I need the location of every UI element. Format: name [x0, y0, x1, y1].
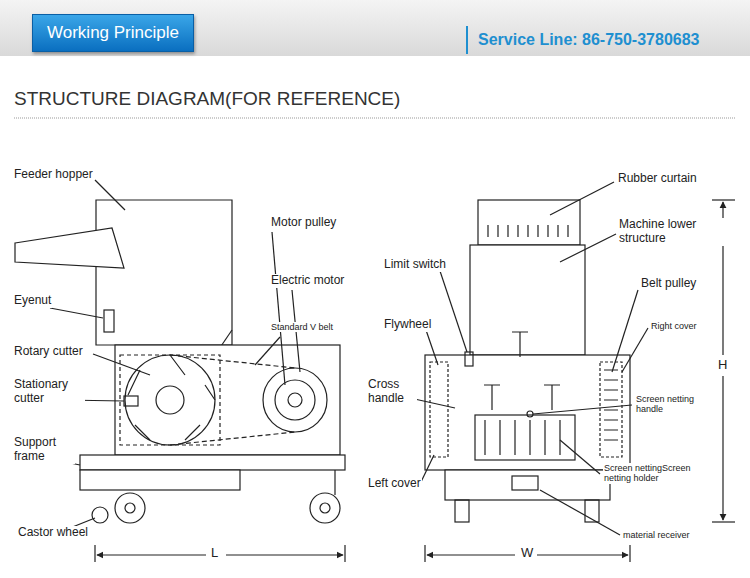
castor-hub	[320, 503, 330, 513]
screen-handle	[527, 411, 533, 417]
dimension-label: H	[717, 358, 728, 373]
dimension-label: L	[210, 546, 219, 561]
leader-line	[426, 330, 438, 365]
part-label: Flywheel	[383, 318, 432, 332]
leader-line	[255, 337, 280, 365]
part-label: Motor pulley	[270, 216, 337, 230]
support-frame	[80, 455, 345, 470]
part-label: Screen netting handle	[635, 394, 721, 415]
part-label: Left cover	[367, 477, 422, 491]
leader-line	[612, 290, 638, 372]
machine-body	[115, 345, 340, 455]
dim-tick	[712, 199, 735, 200]
leader-line	[560, 440, 600, 474]
stationary-blade	[124, 396, 138, 406]
dim-tick	[94, 545, 95, 562]
screen-netting	[475, 415, 575, 460]
frame-lower	[80, 470, 240, 490]
motor-ring	[275, 380, 315, 420]
part-label: Eyenut	[13, 294, 52, 308]
front-frame	[445, 470, 610, 500]
leader-line	[440, 271, 467, 352]
dim-line-l	[97, 554, 206, 555]
dim-tick	[424, 545, 425, 562]
screen-mesh	[485, 420, 560, 455]
leader-line	[560, 234, 616, 262]
cross-handles	[484, 332, 560, 410]
header-band	[0, 0, 750, 56]
motor-outer	[263, 368, 327, 432]
part-label: Right cover	[650, 321, 698, 331]
v-belt-bottom	[170, 432, 295, 445]
dim-tick	[712, 521, 735, 522]
dim-line-h	[722, 376, 723, 520]
limit-switch	[465, 352, 473, 366]
castor-hub	[125, 503, 135, 513]
hopper-neck	[470, 245, 585, 355]
rubber-curtain	[488, 225, 568, 237]
leader-line	[420, 455, 434, 484]
part-label: Limit switch	[383, 258, 447, 272]
castor-wheel	[310, 493, 340, 523]
part-label: Rotary cutter	[13, 345, 84, 359]
part-label: Castor wheel	[17, 526, 89, 540]
rotor-hub	[156, 386, 184, 414]
leader-line	[550, 182, 614, 215]
hopper-body	[96, 200, 232, 345]
eyenut	[104, 310, 114, 332]
front-body	[425, 355, 630, 470]
header-tab: Working Principle	[32, 14, 194, 52]
part-label: Feeder hopper	[13, 168, 94, 182]
part-label: Electric motor	[270, 274, 345, 288]
left-cover	[430, 362, 448, 457]
part-label: Screen nettingScreen netting holder	[603, 463, 709, 484]
cutting-chamber	[120, 355, 220, 445]
dim-line-l	[226, 554, 343, 555]
leader-line	[272, 232, 285, 385]
castor-wheel	[115, 493, 145, 523]
dim-tick	[629, 545, 630, 562]
header-divider	[466, 26, 468, 54]
leader-line	[533, 405, 632, 414]
part-label: Support frame	[13, 436, 75, 464]
frame-leg	[334, 470, 335, 495]
leader-line	[622, 328, 648, 372]
feed-chute	[15, 228, 124, 268]
v-belt-top	[170, 355, 295, 368]
rotor-blades	[128, 355, 215, 440]
dim-line-w	[537, 554, 628, 555]
receiver-handle	[512, 476, 538, 490]
part-label: Standard V belt	[270, 322, 334, 332]
title-rule	[14, 118, 736, 119]
leader-line	[540, 490, 620, 535]
dim-line-w	[427, 554, 515, 555]
leader-line	[50, 308, 103, 318]
belt-pulley	[604, 370, 618, 440]
front-castor	[455, 500, 469, 522]
part-label: Cross handle	[367, 378, 417, 406]
tab-label: Working Principle	[47, 23, 179, 43]
diagram-title: STRUCTURE DIAGRAM(FOR REFERENCE)	[14, 88, 400, 110]
leader-line	[95, 180, 125, 210]
dimension-label: W	[520, 546, 534, 561]
service-line: Service Line: 86-750-3780683	[477, 31, 700, 49]
part-label: Rubber curtain	[617, 172, 698, 186]
right-cover-belt	[600, 362, 622, 457]
leader-line	[93, 354, 150, 375]
part-label: material receiver	[622, 530, 691, 540]
part-label: Machine lower structure	[618, 218, 732, 246]
motor-shaft	[288, 393, 302, 407]
rotor-circle	[125, 355, 215, 445]
small-castor	[92, 507, 108, 523]
dim-tick	[344, 545, 345, 562]
part-label: Stationary cutter	[13, 378, 85, 406]
part-label: Belt pulley	[640, 277, 697, 291]
